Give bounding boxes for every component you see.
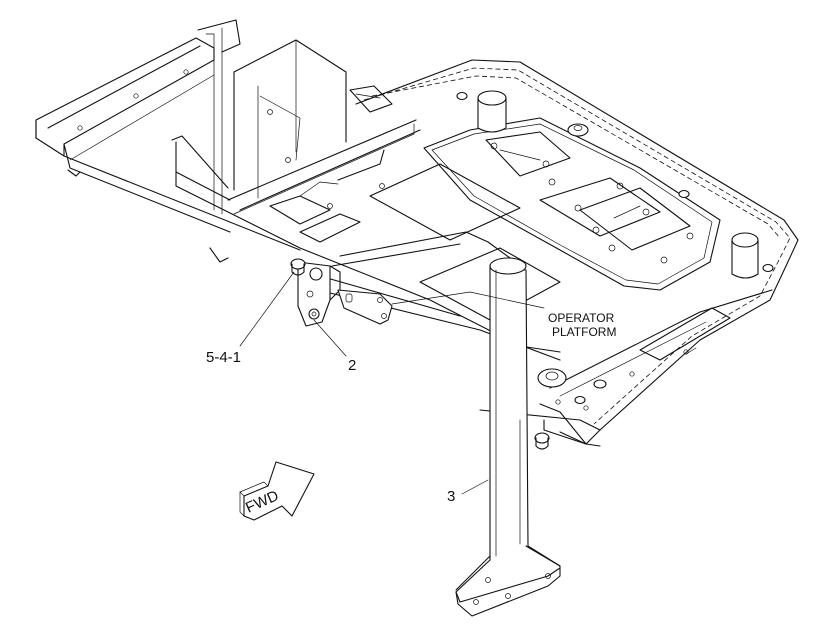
platform-tray [423, 117, 721, 291]
leader-lines [239, 271, 545, 495]
left-frame-rail [35, 19, 301, 263]
forward-direction-arrow-icon [239, 461, 315, 521]
operator-platform-label-line1: OPERATOR [548, 311, 615, 325]
callout-3: 3 [447, 488, 455, 505]
operator-platform-label-line2: PLATFORM [552, 325, 616, 339]
callout-2: 2 [348, 357, 356, 374]
callout-5-4-1: 5-4-1 [206, 349, 241, 366]
callout-labels: 5-4-1 2 3 OPERATOR PLATFORM [206, 311, 616, 505]
corner-mounts [456, 90, 774, 450]
support-post-part-3 [455, 257, 561, 617]
bracket-part-2 [290, 258, 393, 327]
rear-box-panel [171, 39, 347, 201]
fwd-direction-arrow: FWD [239, 461, 315, 521]
